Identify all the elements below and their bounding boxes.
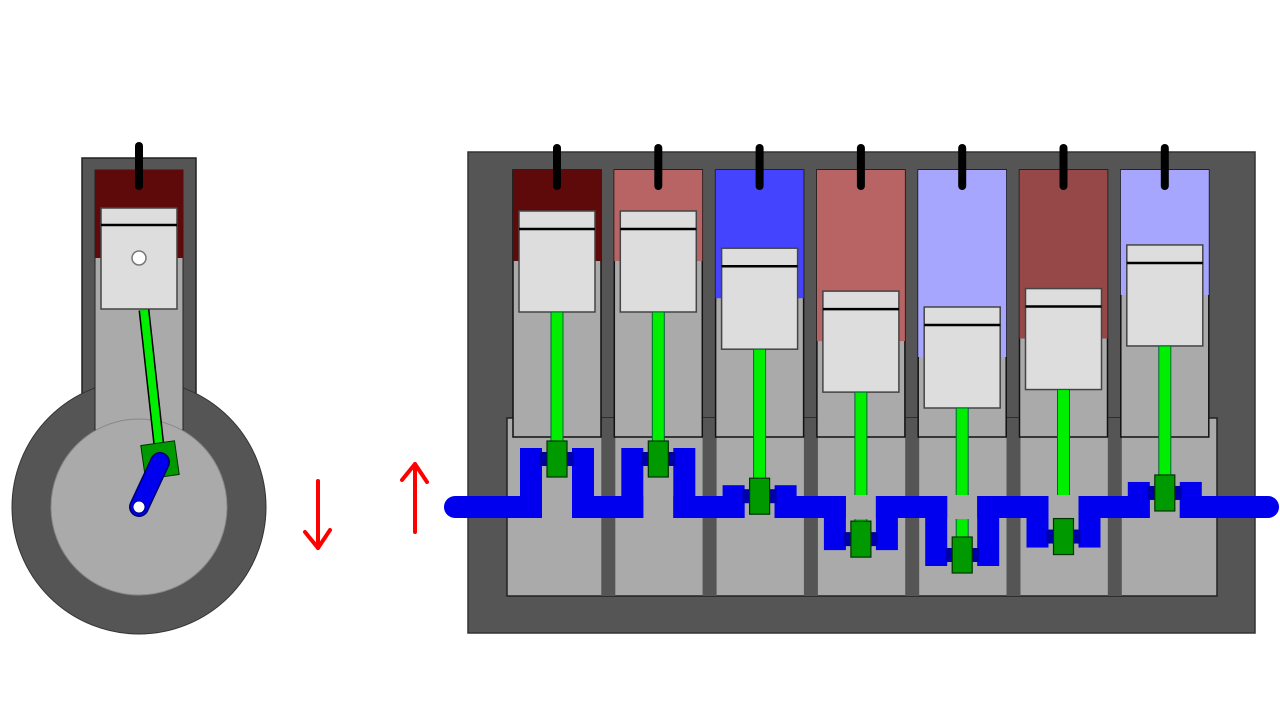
crank-gap (1048, 495, 1079, 519)
crankshaft-center (132, 500, 146, 514)
crank-gap (542, 495, 572, 519)
arrow-head (303, 528, 332, 550)
motion-arrows (303, 462, 429, 550)
crank-web (1179, 481, 1202, 518)
crank-web (875, 496, 898, 551)
arrow-head (400, 462, 429, 484)
wrist-pin (131, 250, 147, 266)
rod-bearing (951, 536, 973, 574)
single-cylinder-engine (11, 142, 267, 635)
crank-web (1078, 496, 1101, 548)
connecting-rod (550, 311, 564, 460)
cylinder-5 (917, 144, 1007, 556)
piston (1126, 244, 1204, 347)
crank-web (673, 448, 696, 518)
piston (923, 306, 1001, 409)
rod-bearing (1154, 474, 1176, 512)
rod-bearing (647, 440, 669, 478)
cylinder-3 (714, 144, 805, 497)
piston (1024, 287, 1103, 391)
cylinder-2 (613, 144, 704, 460)
rod-bearing (546, 440, 568, 478)
rod-bearing (1052, 517, 1075, 556)
rod-bearing (748, 477, 771, 515)
inline-engine (444, 144, 1279, 634)
cylinder-4 (816, 144, 906, 540)
cylinder-7 (1120, 144, 1210, 494)
crank-web (520, 448, 542, 518)
piston (518, 210, 596, 313)
cylinder-1 (512, 144, 602, 460)
crank-gap (643, 495, 674, 519)
crank-web (823, 496, 846, 551)
crank-web (722, 485, 745, 518)
crank-web (774, 485, 797, 518)
cylinder-6 (1018, 144, 1109, 538)
crank-web (572, 448, 594, 518)
crank-web (1026, 496, 1049, 548)
crank-arm (130, 453, 169, 516)
crankshaft (444, 440, 1279, 574)
crank-web (1127, 481, 1150, 518)
arrow-down-icon (303, 479, 332, 550)
connecting-rod (753, 348, 767, 497)
crank-web (925, 496, 948, 566)
crank-web (621, 448, 644, 518)
connecting-rod (140, 309, 164, 456)
arrow-up-icon (400, 462, 429, 534)
piston (822, 290, 900, 393)
piston (619, 210, 698, 313)
connecting-rod (651, 311, 665, 460)
crank-web (977, 496, 1000, 566)
crank-gap (947, 495, 978, 519)
connecting-rod (955, 407, 969, 556)
crank-gap (845, 495, 876, 519)
connecting-rod (1158, 345, 1172, 494)
rod-bearing (850, 520, 872, 558)
piston (720, 247, 799, 350)
